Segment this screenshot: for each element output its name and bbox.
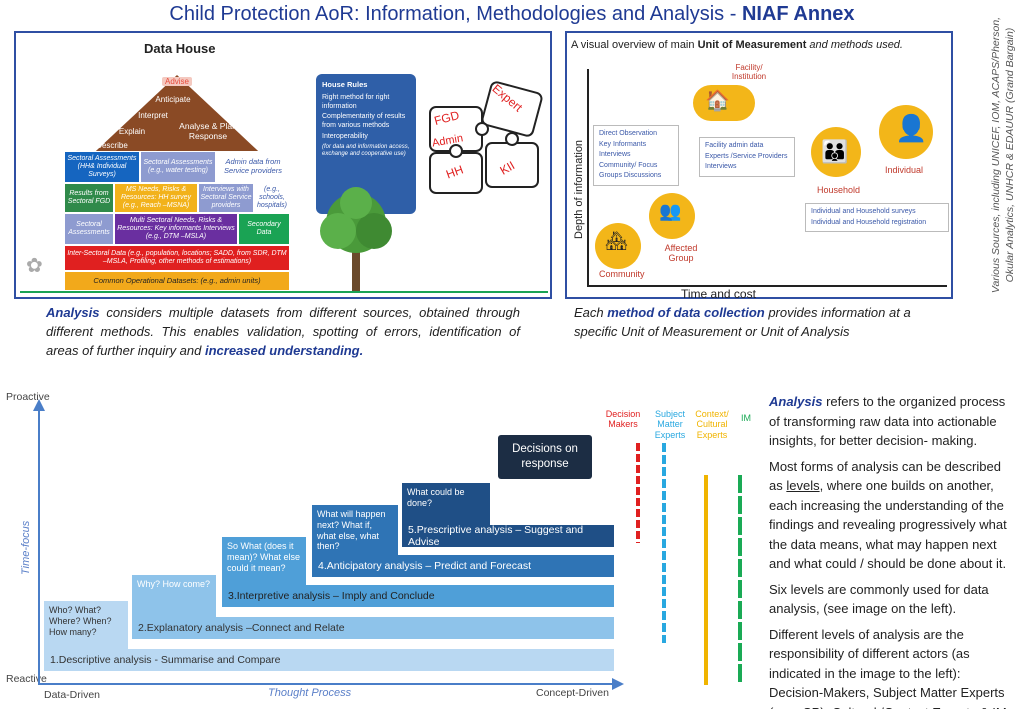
roof-describe: Describe [96,141,128,150]
ground-line [20,291,548,293]
house-rules: House Rules Right method for right infor… [316,74,416,214]
house-walls: Sectoral Assessments (HH& Individual Sur… [64,151,290,293]
cell-sectoral-hh: Sectoral Assessments (HH& Individual Sur… [64,151,140,183]
cell-inter-sectoral: Inter-Sectoral Data (e.g., population, l… [64,245,290,271]
affected-group-symbol: 👥 [659,201,682,221]
decisions-box: Decisions on response [498,435,592,479]
step-4: 4.Anticipatory analysis – Predict and Fo… [312,555,614,577]
cell-admin-data: Admin data from Service providers [216,151,290,183]
x-axis-line [587,285,947,287]
roof-interpret: Interpret [138,111,168,120]
unit-household: Household [817,185,861,195]
cell-interviews: Interviews with Sectoral Service provide… [198,183,254,213]
roof-advise: Advise [162,77,192,86]
x-axis-label: Time and cost [681,287,756,301]
levels-x-arrow [612,678,624,690]
y-axis-line [587,69,589,287]
x-mid-label: Thought Process [268,687,352,699]
y-axis-label: Depth of information [573,139,585,239]
flower-icon: ✿ [26,255,43,277]
household-symbol: 👪 [821,139,849,164]
cell-common-ops: Common Operational Datasets: (e.g., admi… [64,271,290,291]
source-note: Various Sources, including UNICEF, IOM, … [990,16,1016,294]
methods-caption: Each method of data collection provides … [574,305,911,339]
analysis-p2: Most forms of analysis can be described … [769,458,1007,572]
step-1: 1.Descriptive analysis - Summarise and C… [44,649,614,671]
cell-sectoral-water: Sectoral Assessments (e.g., water testin… [140,151,216,183]
cell-secondary: Secondary Data [238,213,290,245]
cell-ms-hh: MS Needs, Risks & Resources: HH survey (… [114,183,198,213]
line-im [738,475,742,685]
community-icon [595,223,641,269]
analysis-p1: Analysis refers to the organized process… [769,394,1006,448]
community-symbol: 🏘 [605,231,628,251]
individual-icon [879,105,933,159]
analysis-description: Analysis refers to the organized process… [769,392,1017,709]
levels-y-arrow [33,399,45,411]
actor-sme: Subject Matter Experts [654,409,686,440]
cell-sectoral-assess: Sectoral Assessments [64,213,114,245]
unit-individual: Individual [885,165,924,175]
actor-context: Context/ Cultural Experts [695,409,729,440]
question-5: What could be done? [402,483,490,525]
question-3: So What (does it mean)? What else could … [222,537,306,585]
line-context [704,475,708,685]
time-focus-label: Time-focus [20,520,32,575]
unit-affected-group: Affected Group [664,243,698,263]
x-left-label: Data-Driven [44,689,101,701]
visual-overview-panel: A visual overview of main Unit of Measur… [565,31,953,301]
actor-decision-makers: Decision Makers [605,409,641,430]
cell-ms-kii: Multi Sectoral Needs, Risks & Resources:… [114,213,238,245]
actor-im: IM [741,413,751,423]
page-title: Child Protection AoR: Information, Metho… [169,3,855,25]
data-house-panel: Data House Advise Anticipate Interpret E… [14,31,552,299]
household-icon [811,127,861,177]
cell-schools: (e.g., schools, hospitals) [254,183,290,213]
unit-community: Community [599,269,645,279]
line-sme [662,443,666,643]
roof-analyse: Analyse & Plan Response [179,121,237,141]
facility-icon [693,85,755,121]
levels-y-axis [38,409,40,685]
line-decision-makers [636,443,640,543]
cell-fgd: Results from Sectoral FGD [64,183,114,213]
x-right-label: Concept-Driven [536,687,609,699]
step-2: 2.Explanatory analysis –Connect and Rela… [132,617,614,639]
visual-heading: A visual overview of main Unit of Measur… [571,39,903,51]
levels-x-axis [38,683,614,685]
facility-symbol: 🏠 [705,90,730,112]
analysis-p4: Different levels of analysis are the res… [769,626,1010,709]
affected-group-icon [649,193,695,239]
y-bottom-label: Reactive [6,673,47,685]
step-5: 5.Prescriptive analysis – Suggest and Ad… [402,524,614,548]
question-1: Who? What? Where? When? How many? [44,601,128,649]
question-2: Why? How come? [132,575,216,617]
question-4: What will happen next? What if, what els… [312,505,398,555]
roof-anticipate: Anticipate [155,95,191,104]
analysis-p3: Six levels are commonly used for data an… [769,581,989,617]
puzzle-icon [429,81,543,194]
unit-facility: Facility/ Institution [731,63,767,81]
tree-icon [320,187,392,291]
roof-explain: Explain [118,127,146,136]
data-house-title: Data House [144,41,216,56]
individual-symbol: 👤 [895,113,928,143]
levels-diagram: Proactive Reactive Time-focus Data-Drive… [0,385,760,709]
step-3: 3.Interpretive analysis – Imply and Conc… [222,585,614,607]
analysis-caption: Analysis considers multiple datasets fro… [46,305,520,358]
